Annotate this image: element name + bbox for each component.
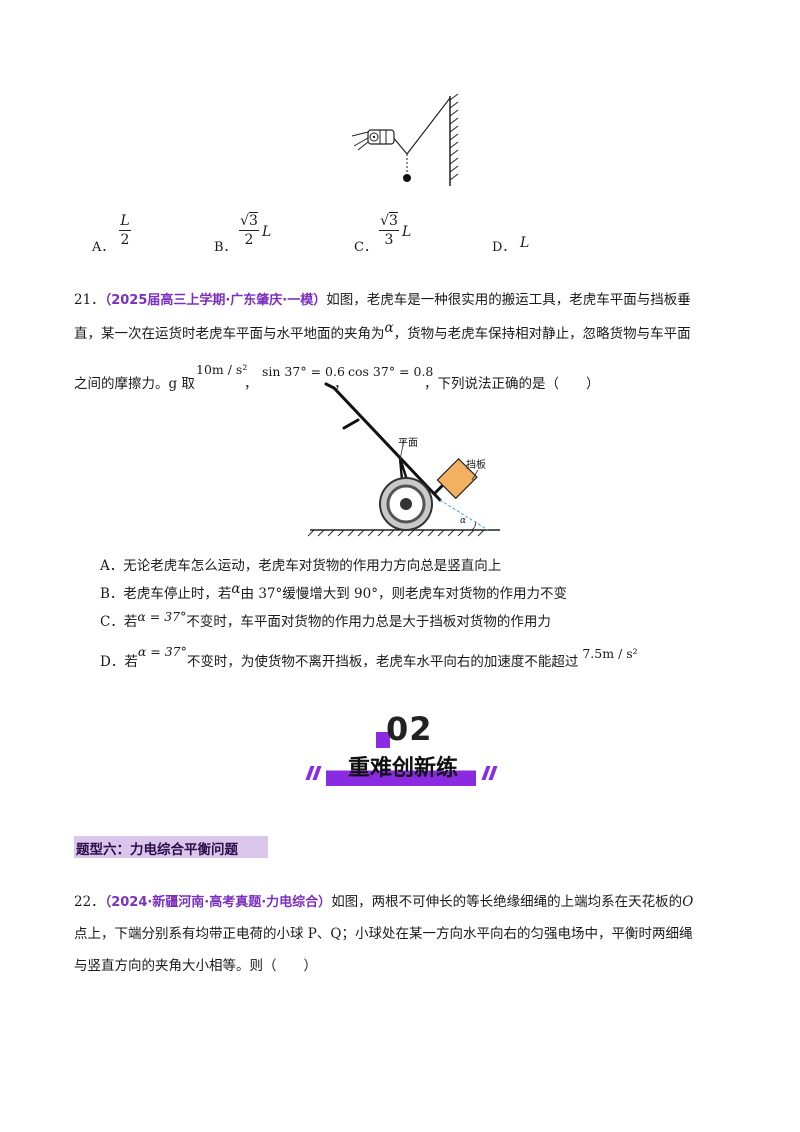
fraction-denominator: 3 — [384, 232, 394, 248]
banner-slash — [312, 766, 322, 780]
option-variable: L — [520, 235, 530, 251]
cos-value: cos 37° = 0.8 — [348, 364, 434, 379]
section-title: 重难创新练 — [347, 756, 458, 781]
q22-line-3: 与竖直方向的夹角大小相等。则（ ） — [74, 954, 317, 974]
alpha-symbol: α — [231, 581, 241, 597]
topic-heading-bg — [74, 836, 268, 858]
q21-line-3: 之间的摩擦力。g 取 — [74, 372, 195, 392]
topic-heading: 题型六：力电综合平衡问题 — [76, 842, 238, 858]
question-text: ，货物与老虎车保持相对静止，忽略货物与车平面 — [393, 326, 691, 342]
angle-label: α — [460, 516, 467, 526]
option-label: C． — [354, 240, 377, 255]
option-fraction: √3 2 — [238, 212, 260, 249]
fraction-denominator: 2 — [244, 232, 254, 248]
q20-options: A． L 2 B． √3 2 L C． √3 3 L D． L — [92, 212, 562, 256]
question-text: 如图，老虎车是一种很实用的搬运工具，老虎车平面与挡板垂 — [326, 292, 691, 308]
alpha-equation: α = 37° — [137, 609, 187, 624]
alpha-symbol: α — [384, 320, 394, 336]
question-text: 点上，下端分别系有均带正电荷的小球 P、Q；小球处在某一方向水平向右的匀强电场中… — [74, 926, 693, 942]
option-label: B． — [214, 240, 237, 255]
q21-choice-a[interactable]: A．无论老虎车怎么运动，老虎车对货物的作用力方向总是竖直向上 — [100, 554, 501, 574]
option-variable: L — [402, 224, 412, 240]
question-text: 与竖直方向的夹角大小相等。则（ ） — [74, 958, 317, 974]
choice-text: 不变时，为使货物不离开挡板，老虎车水平向右的加速度不能超过 — [186, 654, 579, 670]
q21-line-1: 21．（2025届高三上学期·广东肇庆·一模）如图，老虎车是一种很实用的搬运工具… — [74, 288, 691, 308]
point-o: O — [682, 894, 694, 910]
alpha-equation: α = 37° — [137, 644, 187, 659]
fraction-numerator: √3 — [380, 213, 398, 229]
section-banner: 02 重难创新练 — [304, 710, 498, 792]
acceleration-value: 7.5m / s² — [582, 646, 638, 661]
q21-choice-b[interactable]: B．老虎车停止时，若α由 37°缓慢增大到 90°，则老虎车对货物的作用力不变 — [100, 581, 567, 602]
option-variable: L — [262, 224, 272, 240]
question-text: 之间的摩擦力。g 取 — [74, 376, 195, 392]
choice-text: B．老虎车停止时，若 — [100, 586, 232, 602]
board-label: 挡板 — [466, 460, 486, 471]
fraction-denominator: 2 — [120, 232, 130, 248]
option-fraction: L 2 — [118, 212, 132, 249]
q22-line-1: 22．（2024·新疆河南·高考真题·力电综合）如图，两根不可伸长的等长绝缘细绳… — [74, 890, 693, 910]
sin-value: sin 37° = 0.6 — [262, 364, 345, 379]
q22-line-2: 点上，下端分别系有均带正电荷的小球 P、Q；小球处在某一方向水平向右的匀强电场中… — [74, 922, 692, 942]
hand-truck-figure — [307, 382, 500, 537]
fraction-numerator: L — [120, 213, 130, 229]
plane-label: 平面 — [398, 438, 418, 449]
q21-line-3-end: ，下列说法正确的是（ ） — [424, 372, 600, 392]
section-number: 02 — [386, 710, 433, 748]
question-number: 21． — [74, 292, 105, 308]
choice-text: A．无论老虎车怎么运动，老虎车对货物的作用力方向总是竖直向上 — [100, 558, 502, 574]
banner-slash — [488, 766, 498, 780]
question-text: 如图，两根不可伸长的等长绝缘细绳的上端均系在天花板的 — [331, 894, 683, 910]
option-label: D． — [492, 240, 516, 255]
question-text: ，下列说法正确的是（ ） — [424, 376, 600, 392]
question-source: （2024·新疆河南·高考真题·力电综合） — [104, 895, 332, 910]
q21-line-2: 直，某一次在运货时老虎车平面与水平地面的夹角为α，货物与老虎车保持相对静止，忽略… — [74, 320, 691, 342]
fraction-numerator: √3 — [240, 213, 258, 229]
option-fraction: √3 3 — [378, 212, 400, 249]
q21-choice-d[interactable]: D．若α = 37°不变时，为使货物不离开挡板，老虎车水平向右的加速度不能超过7… — [100, 644, 638, 670]
question-source: （2025届高三上学期·广东肇庆·一模） — [104, 293, 327, 308]
pulley-wall-figure — [351, 93, 459, 186]
choice-text: 由 37°缓慢增大到 90°，则老虎车对货物的作用力不变 — [240, 586, 567, 602]
choice-text: C．若 — [100, 614, 138, 630]
q21-choice-c[interactable]: C．若α = 37°不变时，车平面对货物的作用力总是大于挡板对货物的作用力 — [100, 609, 551, 630]
choice-text: D．若 — [100, 654, 138, 670]
question-text: 直，某一次在运货时老虎车平面与水平地面的夹角为 — [74, 326, 385, 342]
choice-text: 不变时，车平面对货物的作用力总是大于挡板对货物的作用力 — [186, 614, 551, 630]
question-number: 22． — [74, 894, 105, 910]
option-label: A． — [92, 240, 115, 255]
g-value: 10m / s² — [196, 362, 248, 377]
